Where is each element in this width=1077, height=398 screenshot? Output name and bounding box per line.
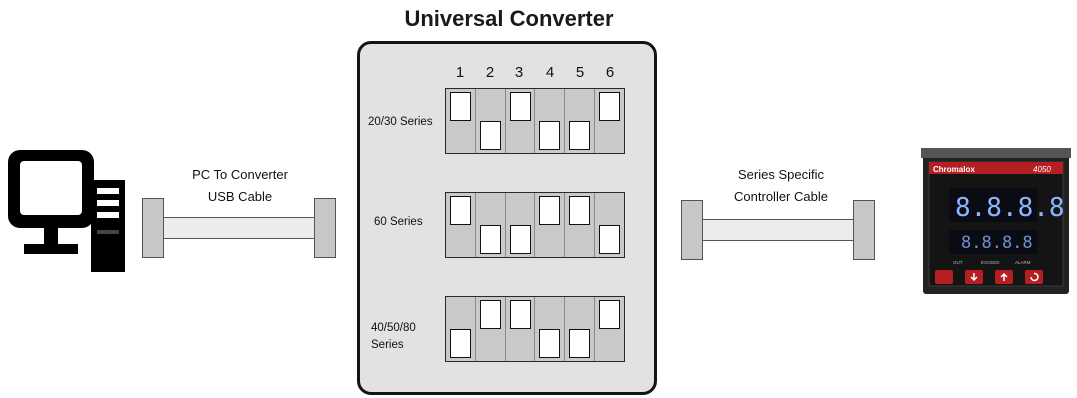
dip-switch-slot-3 (505, 297, 536, 361)
up-arrow-icon (1000, 272, 1008, 281)
left-cable-label-line1: PC To Converter (192, 167, 288, 182)
dip-switch-5-down[interactable] (569, 329, 591, 358)
switch-number-6: 6 (605, 64, 615, 81)
dip-switch-slot-6 (595, 89, 624, 153)
controller-model: 4050 (1033, 165, 1051, 174)
diagram-title: Universal Converter (404, 6, 614, 31)
dip-switch-1-down[interactable] (450, 329, 471, 358)
dip-switch-bank-20-30-series (445, 88, 625, 154)
dip-switch-slot-4 (535, 297, 566, 361)
dip-switch-slot-3 (505, 193, 536, 257)
dip-switch-slot-5 (565, 89, 596, 153)
switch-number-2: 2 (485, 64, 495, 81)
dip-switch-slot-2 (475, 297, 506, 361)
dip-switch-bank-60-series (445, 192, 625, 258)
dip-switch-slot-1 (446, 89, 476, 153)
dip-switch-4-up[interactable] (539, 196, 561, 225)
dip-switch-slot-5 (565, 193, 596, 257)
row-label-line: Series (371, 339, 404, 351)
dip-switch-1-up[interactable] (450, 92, 471, 121)
dip-switch-slot-3 (505, 89, 536, 153)
dip-switch-slot-1 (446, 297, 476, 361)
desktop-computer-icon (4, 148, 130, 277)
dip-switch-slot-2 (475, 193, 506, 257)
left-cable-label: PC To Converter USB Cable (160, 164, 320, 208)
controller-cycle-button[interactable] (1025, 270, 1043, 284)
controller-brand: Chromalox (933, 165, 975, 174)
dip-switch-1-up[interactable] (450, 196, 471, 225)
row-label-60-series: 60 Series (374, 214, 423, 231)
switch-number-1: 1 (455, 64, 465, 81)
right-cable-label: Series Specific Controller Cable (696, 164, 866, 208)
dip-switch-2-down[interactable] (479, 121, 501, 150)
dip-switch-5-down[interactable] (569, 121, 591, 150)
dip-switch-6-down[interactable] (599, 225, 621, 254)
controller-sv-readout: 8.8.8.8 (961, 233, 1033, 253)
controller-pv-readout: 8.8.8.8 (955, 193, 1065, 223)
switch-number-3: 3 (514, 64, 524, 81)
switch-number-header: 1 2 3 4 5 6 (445, 64, 625, 82)
dip-switch-6-up[interactable] (599, 300, 621, 329)
right-cable-label-line2: Controller Cable (734, 189, 828, 204)
right-cable-plug-left (681, 200, 703, 260)
dip-switch-3-up[interactable] (509, 300, 531, 329)
row-label-line: 20/30 Series (368, 116, 433, 128)
dip-switch-6-up[interactable] (599, 92, 621, 121)
dip-switch-slot-1 (446, 193, 476, 257)
left-cable-plug-left (142, 198, 164, 258)
dip-switch-3-down[interactable] (509, 225, 531, 254)
left-cable-plug-right (314, 198, 336, 258)
dip-switch-4-down[interactable] (539, 329, 561, 358)
left-cable (142, 198, 336, 258)
indicator-out: OUT (953, 260, 963, 265)
cycle-icon (1030, 272, 1039, 282)
row-label-line: 40/50/80 (371, 322, 416, 334)
right-cable-label-line1: Series Specific (738, 167, 824, 182)
left-cable-label-line2: USB Cable (207, 189, 273, 204)
dip-switch-2-up[interactable] (479, 300, 501, 329)
row-label-40-50-80-series: 40/50/80 Series (371, 320, 416, 354)
dip-switch-3-up[interactable] (509, 92, 531, 121)
dip-switch-5-up[interactable] (569, 196, 591, 225)
switch-number-5: 5 (575, 64, 585, 81)
controller-menu-button[interactable] (935, 270, 953, 284)
dip-switch-4-down[interactable] (539, 121, 561, 150)
right-cable-wire (702, 219, 854, 241)
right-cable (681, 200, 875, 260)
row-label-line: 60 Series (374, 216, 423, 228)
dip-switch-bank-40-50-80-series (445, 296, 625, 362)
dip-switch-slot-6 (595, 193, 624, 257)
dip-switch-2-down[interactable] (479, 225, 501, 254)
switch-number-4: 4 (545, 64, 555, 81)
dip-switch-slot-6 (595, 297, 624, 361)
indicator-alarm: ALARM (1015, 260, 1031, 265)
dip-switch-slot-4 (535, 193, 566, 257)
down-arrow-icon (970, 273, 978, 282)
row-label-20-30-series: 20/30 Series (368, 114, 433, 131)
dip-switch-slot-4 (535, 89, 566, 153)
dip-switch-slot-2 (475, 89, 506, 153)
left-cable-wire (163, 217, 315, 239)
right-cable-plug-right (853, 200, 875, 260)
indicator-exceed: EXCEED (981, 260, 1000, 265)
chromalox-controller: Chromalox 4050 8.8.8.8 8.8.8.8 OUT EXCEE… (921, 148, 1071, 296)
dip-switch-slot-5 (565, 297, 596, 361)
